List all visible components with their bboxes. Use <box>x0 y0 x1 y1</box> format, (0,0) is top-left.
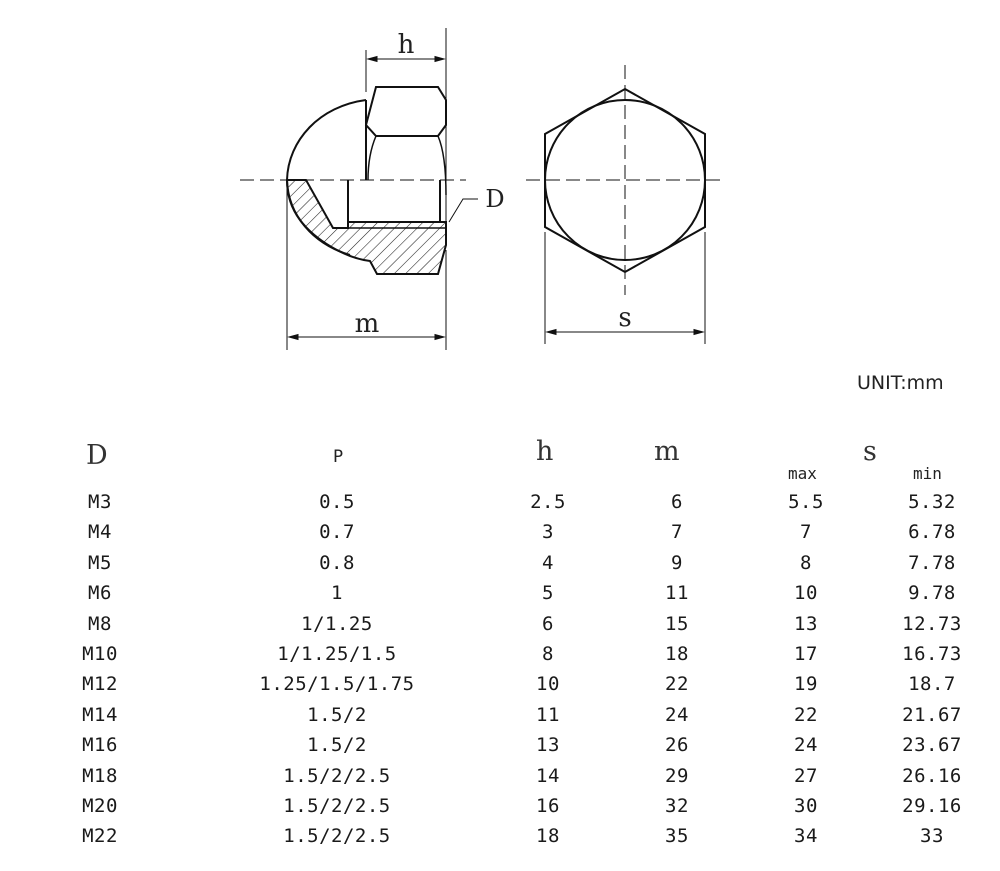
cell-m: 7 <box>671 521 683 544</box>
cell-m: 15 <box>665 612 689 635</box>
cell-D: M14 <box>82 703 118 726</box>
table-row: M14 1.5/2 11 24 22 21.67 <box>0 704 1000 734</box>
cell-h: 6 <box>542 612 554 635</box>
table-row: M10 1/1.25/1.5 8 18 17 16.73 <box>0 643 1000 673</box>
cell-h: 10 <box>536 673 560 696</box>
cell-D: M3 <box>88 491 112 513</box>
cell-h: 3 <box>542 521 554 544</box>
cell-D: M8 <box>88 612 112 635</box>
cell-s-max: 8 <box>800 551 812 574</box>
table-row: M5 0.8 4 9 8 7.78 <box>0 552 1000 582</box>
dim-label-m: m <box>355 309 380 339</box>
cell-m: 11 <box>665 582 689 605</box>
cell-h: 16 <box>536 795 560 817</box>
header-m: m <box>654 436 680 467</box>
table-row: M8 1/1.25 6 15 13 12.73 <box>0 613 1000 643</box>
cell-s-min: 12.73 <box>902 612 962 635</box>
cell-m: 18 <box>665 643 689 665</box>
header-D: D <box>86 440 108 471</box>
cell-m: 22 <box>665 673 689 696</box>
cell-P: 0.8 <box>319 551 355 574</box>
cell-P: 1 <box>331 582 343 605</box>
cell-s-min: 9.78 <box>908 582 956 605</box>
cell-h: 5 <box>542 582 554 605</box>
cell-P: 1.5/2 <box>307 734 367 757</box>
dim-label-s: s <box>618 303 631 333</box>
table-row: M3 0.5 2.5 6 5.5 5.32 <box>0 491 1000 521</box>
cell-P: 1.5/2/2.5 <box>283 795 391 817</box>
cell-D: M16 <box>82 734 118 757</box>
cell-D: M20 <box>82 795 118 817</box>
cell-s-min: 18.7 <box>908 673 956 696</box>
header-s-max: max <box>788 464 817 483</box>
cell-m: 35 <box>665 825 689 848</box>
table-row: M16 1.5/2 13 26 24 23.67 <box>0 734 1000 764</box>
cell-s-min: 21.67 <box>902 703 962 726</box>
cell-s-min: 23.67 <box>902 734 962 757</box>
cell-D: M10 <box>82 643 118 665</box>
header-h: h <box>536 436 554 467</box>
cell-P: 0.7 <box>319 521 355 544</box>
cell-m: 9 <box>671 551 683 574</box>
cell-s-max: 19 <box>794 673 818 696</box>
top-view <box>526 65 724 344</box>
cell-s-max: 17 <box>794 643 818 665</box>
cell-s-min: 29.16 <box>902 795 962 817</box>
cell-s-max: 34 <box>794 825 818 848</box>
cell-s-min: 26.16 <box>902 764 962 787</box>
table-row: M20 1.5/2/2.5 16 32 30 29.16 <box>0 795 1000 825</box>
cell-s-min: 7.78 <box>908 551 956 574</box>
cell-h: 8 <box>542 643 554 665</box>
cell-D: M22 <box>82 825 118 848</box>
acorn-nut-drawing: h m D s <box>240 28 724 350</box>
cell-s-max: 24 <box>794 734 818 757</box>
cell-s-min: 6.78 <box>908 521 956 544</box>
cell-h: 2.5 <box>530 491 566 513</box>
cell-P: 1.5/2/2.5 <box>283 825 391 848</box>
cell-D: M6 <box>88 582 112 605</box>
cell-m: 32 <box>665 795 689 817</box>
cell-P: 1.25/1.5/1.75 <box>259 673 415 696</box>
table-row: M4 0.7 3 7 7 6.78 <box>0 521 1000 551</box>
cell-D: M12 <box>82 673 118 696</box>
cell-s-min: 5.32 <box>908 491 956 513</box>
cell-h: 11 <box>536 703 560 726</box>
table-row: M12 1.25/1.5/1.75 10 22 19 18.7 <box>0 673 1000 703</box>
header-s-min: min <box>913 464 942 483</box>
table-row: M6 1 5 11 10 9.78 <box>0 582 1000 612</box>
cell-s-min: 33 <box>920 825 944 848</box>
cell-s-max: 13 <box>794 612 818 635</box>
cell-s-max: 10 <box>794 582 818 605</box>
cell-s-max: 27 <box>794 764 818 787</box>
cell-D: M18 <box>82 764 118 787</box>
cell-P: 1.5/2 <box>307 703 367 726</box>
side-view <box>240 28 478 350</box>
cell-h: 13 <box>536 734 560 757</box>
cell-s-min: 16.73 <box>902 643 962 665</box>
cell-m: 26 <box>665 734 689 757</box>
cell-m: 6 <box>671 491 683 513</box>
cell-P: 1.5/2/2.5 <box>283 764 391 787</box>
cell-s-max: 22 <box>794 703 818 726</box>
header-s: s <box>863 436 877 467</box>
cell-D: M4 <box>88 521 112 544</box>
table-row: M18 1.5/2/2.5 14 29 27 26.16 <box>0 765 1000 795</box>
cell-s-max: 5.5 <box>788 491 824 513</box>
dim-label-h: h <box>398 30 415 60</box>
cell-h: 18 <box>536 825 560 848</box>
cell-m: 29 <box>665 764 689 787</box>
unit-label: UNIT:mm <box>857 372 944 394</box>
cell-D: M5 <box>88 551 112 574</box>
cell-h: 4 <box>542 551 554 574</box>
cell-h: 14 <box>536 764 560 787</box>
dim-label-D: D <box>485 185 504 213</box>
cell-P: 1/1.25 <box>301 612 373 635</box>
cell-P: 0.5 <box>319 491 355 513</box>
header-P: P <box>333 447 344 467</box>
cell-P: 1/1.25/1.5 <box>277 643 397 665</box>
cell-m: 24 <box>665 703 689 726</box>
cell-s-max: 7 <box>800 521 812 544</box>
table-row: M22 1.5/2/2.5 18 35 34 33 <box>0 825 1000 855</box>
cell-s-max: 30 <box>794 795 818 817</box>
